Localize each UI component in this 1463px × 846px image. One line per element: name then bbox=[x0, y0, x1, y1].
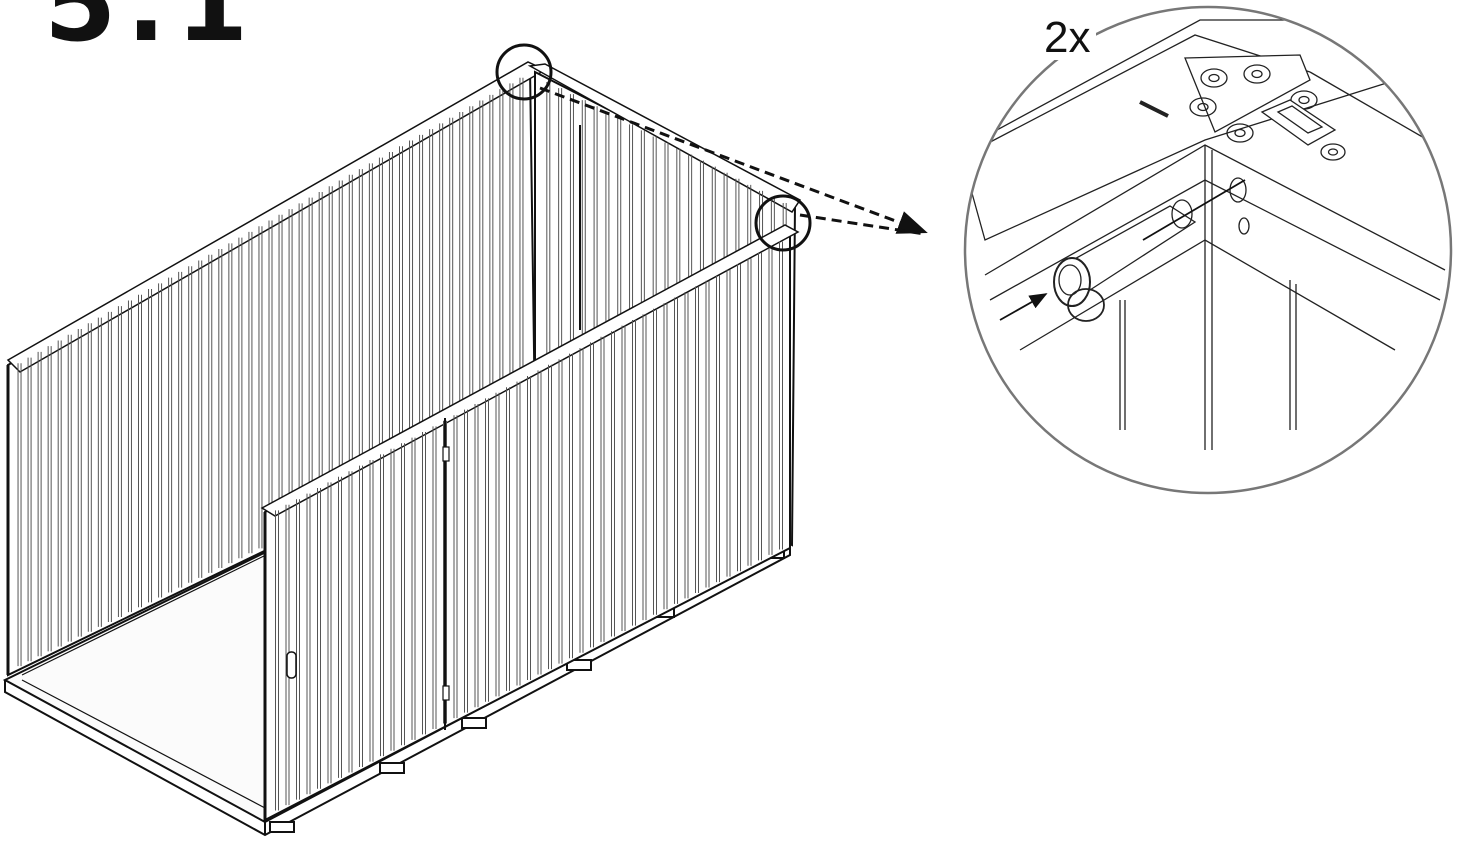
back-wall bbox=[6, 61, 547, 677]
step-number: 5.1 bbox=[44, 0, 259, 65]
leader-lines bbox=[539, 86, 928, 236]
detail-circle bbox=[963, 5, 1453, 495]
door-handle bbox=[286, 651, 297, 679]
front-wall bbox=[260, 224, 800, 822]
callout-circle-left bbox=[495, 43, 553, 101]
callout-circle-right bbox=[754, 194, 812, 252]
locking-pin bbox=[1053, 199, 1197, 322]
quantity-label: 2x bbox=[1038, 16, 1097, 60]
detail-view bbox=[963, 5, 1453, 495]
